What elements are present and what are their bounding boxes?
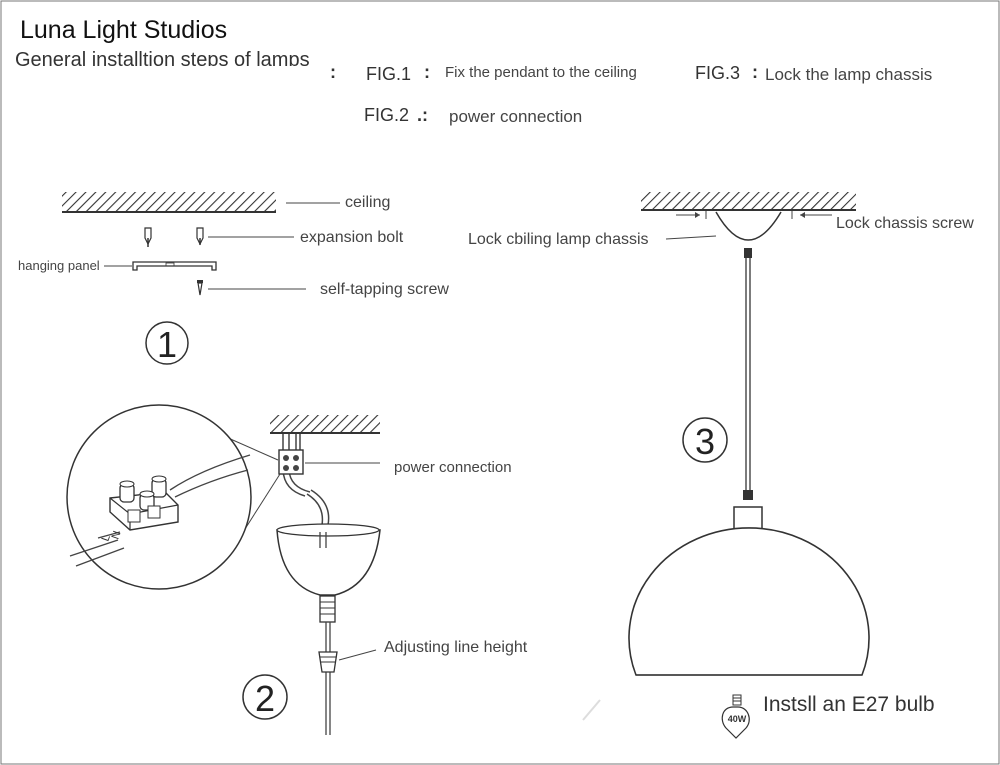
fig2-label: FIG.2 [364,105,410,125]
bulb-icon: 40W [721,694,750,739]
ceiling-hatch-1 [62,192,276,212]
label-ceiling: ceiling [345,194,391,211]
cord-connector [743,490,753,500]
label-self-tapping-screw: self-tapping screw [320,281,449,298]
expansion-bolt-left [144,227,152,247]
steps-colon: : [330,62,336,82]
ceiling-terminal [278,449,304,475]
label-adjusting-line-height: Adjusting line height [384,639,528,656]
ceiling-chassis [715,211,782,241]
step2-number: 2 [255,678,275,719]
terminal-mark-n: N [110,529,124,541]
ceiling-hatch-3 [641,192,856,210]
label-hanging-panel: hanging panel [18,258,100,273]
fig1-description: Fix the pendant to the ceiling [445,64,637,81]
fig3-separator: : [752,62,758,82]
step3-number-circle [682,417,728,463]
step1-number: 1 [157,324,177,365]
fig1-label: FIG.1 [366,64,412,84]
label-bulb-note: Instsll an E27 bulb [763,693,935,716]
ceiling-hatch-2 [270,415,380,433]
terminal-mark-l: L [100,533,113,543]
step3-number: 3 [695,421,715,462]
fig3-description: Lock the lamp chassis [765,65,933,84]
label-lock-chassis-screw: Lock chassis screw [836,215,974,232]
cord-grip [319,595,336,623]
step2-number-circle [242,674,288,720]
label-power-connection: power connection [394,459,512,476]
steps-title: General installtion steps of lamps [15,49,310,66]
fig2-separator: .: [417,105,428,125]
terminal-block-detail [109,475,179,531]
expansion-bolt-right [196,227,204,246]
dome-shade [628,527,870,676]
step1-number-circle [145,321,189,365]
hanging-panel [132,261,217,271]
fig3-label: FIG.3 [695,63,741,83]
bulb-badge: 40W [728,714,747,724]
label-expansion-bolt: expansion bolt [300,229,404,246]
step2-figure: L N 2 [66,404,381,735]
step3-figure: 40W 3 [582,192,870,739]
brand-title: Luna Light Studios [20,16,228,44]
canopy [276,529,381,596]
fig1-separator: : [424,62,430,82]
fig2-description: power connection [449,107,583,126]
self-tapping-screw [197,280,203,296]
step1-figure: 1 [62,192,340,365]
label-lock-ceiling-chassis: Lock cbiling lamp chassis [468,231,649,248]
